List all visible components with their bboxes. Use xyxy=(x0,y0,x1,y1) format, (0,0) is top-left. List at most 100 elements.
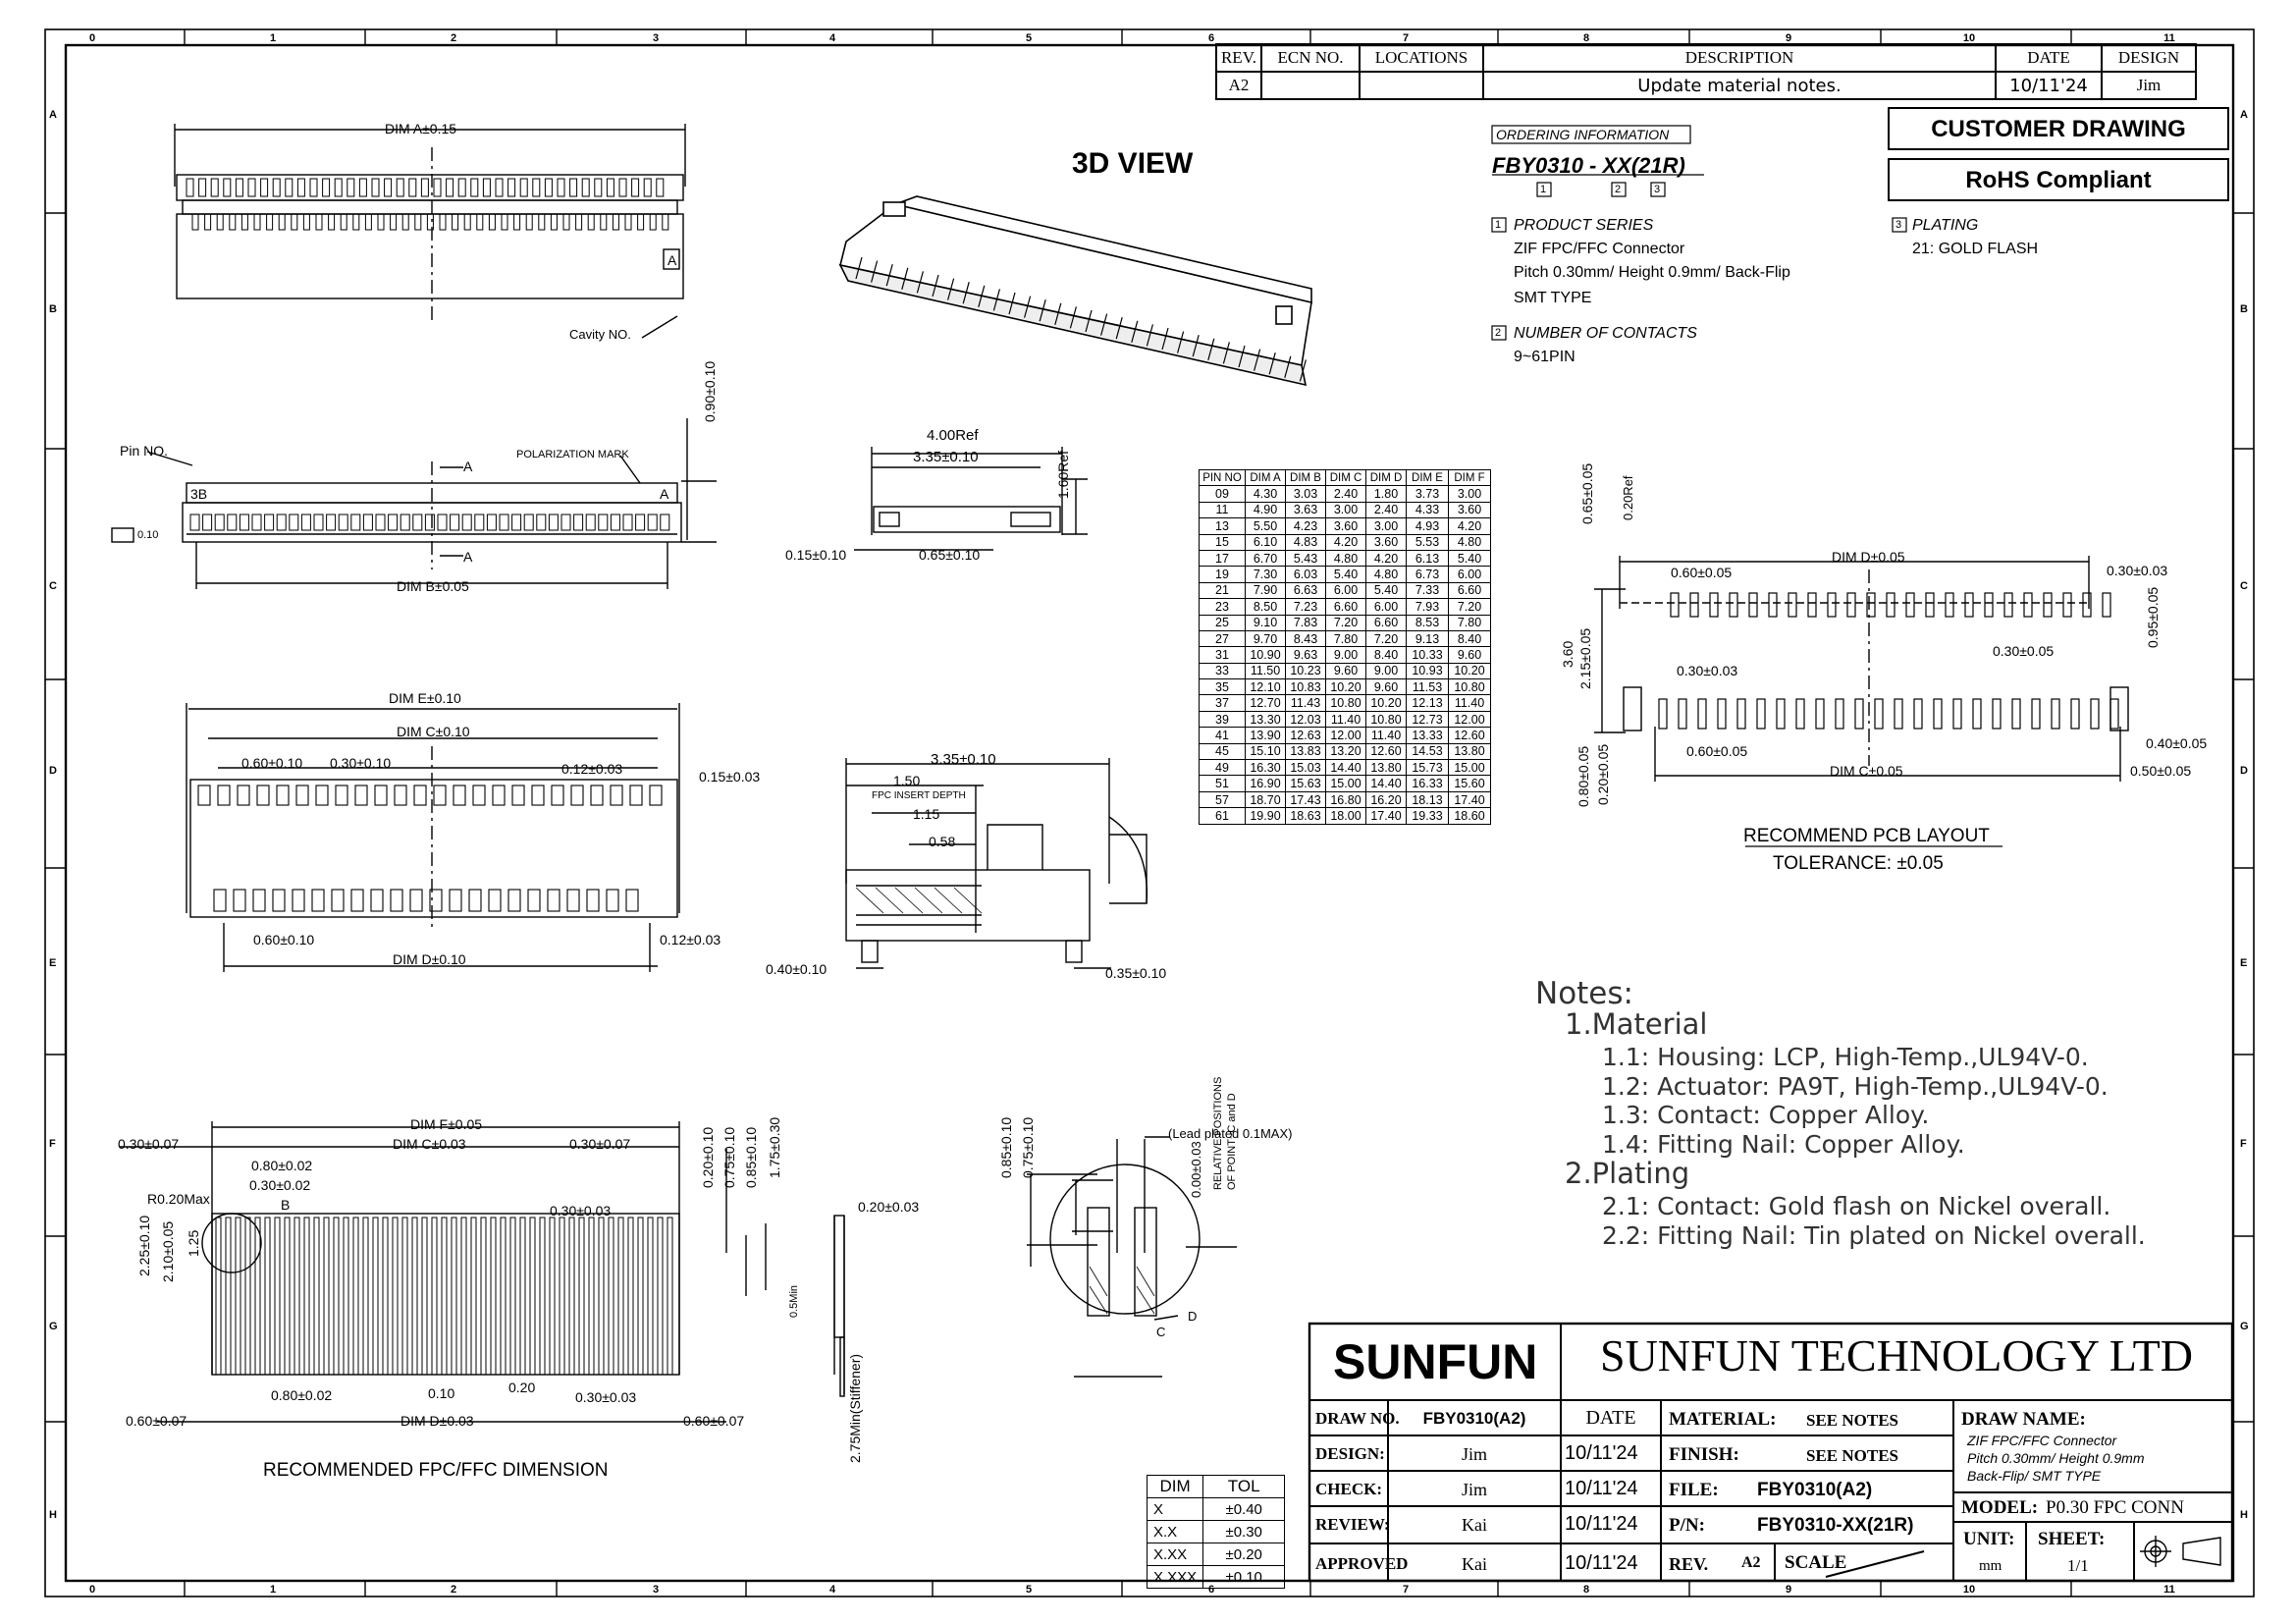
contact-detail-hatch xyxy=(1089,1266,1155,1315)
3d-view-geometry xyxy=(838,195,1312,387)
dim-label-cs150: 1.50 xyxy=(893,773,921,788)
tolerance-cell: X.XXX xyxy=(1146,1565,1204,1589)
pin-table-cell: 6.13 xyxy=(1406,549,1449,568)
pin-table-cell: 11.43 xyxy=(1285,694,1326,712)
dim-label-polarization: POLARIZATION MARK xyxy=(516,449,629,460)
notes-material-1: 1.1: Housing: LCP, High-Temp.,UL94V-0. xyxy=(1602,1043,2089,1071)
customer-drawing-badge: CUSTOMER DRAWING xyxy=(1931,116,2186,142)
pin-table-cell: 10.83 xyxy=(1285,678,1326,696)
pin-table-cell: 4.80 xyxy=(1365,566,1407,583)
pin-table-cell: 11 xyxy=(1199,501,1246,519)
pin-table-cell: 3.60 xyxy=(1448,501,1491,519)
locations-value xyxy=(1359,71,1484,100)
border-col-top-1: 1 xyxy=(269,32,277,44)
draw-name-line-2: Pitch 0.30mm/ Height 0.9mm xyxy=(1967,1450,2145,1466)
pin-table-cell: 3.73 xyxy=(1406,485,1449,503)
dim-label-fpc-030e: 0.30±0.03 xyxy=(575,1389,637,1405)
dim-label-pcb-020b: 0.20±0.05 xyxy=(1595,743,1611,805)
pin-table-cell: 4.90 xyxy=(1245,501,1286,519)
side-view-geometry xyxy=(854,447,1088,551)
border-row-right-A: A xyxy=(2240,109,2248,121)
dim-label-dim-a: DIM A±0.15 xyxy=(385,121,457,136)
pin-table-cell: 9.60 xyxy=(1365,678,1407,696)
rev-value: A2 xyxy=(1215,71,1262,100)
pin-table-cell: 18.00 xyxy=(1325,807,1366,825)
pin-table-cell: 16.80 xyxy=(1325,790,1366,809)
border-col-top-4: 4 xyxy=(828,32,836,44)
dim-label-pcb-title: RECOMMEND PCB LAYOUT xyxy=(1743,826,1990,846)
pin-table-cell: 2.40 xyxy=(1325,485,1366,503)
pin-table-cell: 8.40 xyxy=(1448,629,1491,648)
pin-table-cell: 14.53 xyxy=(1406,742,1449,761)
dim-label-fpc-060b: 0.60±0.07 xyxy=(683,1413,745,1429)
unit-value: mm xyxy=(1979,1558,2002,1574)
border-col-top-11: 11 xyxy=(2163,32,2175,44)
pin-table-cell: 9.70 xyxy=(1245,629,1286,648)
date-value: 10/11'24 xyxy=(1995,71,2103,100)
pin-table-cell: 09 xyxy=(1199,485,1246,503)
dim-label-fpc-020b: 0.20±0.03 xyxy=(858,1199,920,1215)
approved-value: Kai xyxy=(1462,1554,1487,1574)
pin-table-header: DIM F xyxy=(1448,468,1491,487)
order-marker-3: 3 xyxy=(1654,184,1661,195)
pin-table-cell: 3.00 xyxy=(1365,517,1407,535)
cross-section-geometry xyxy=(845,758,1148,969)
badge-frames xyxy=(1888,107,2229,201)
approved-date: 10/11'24 xyxy=(1565,1552,1638,1574)
pin-table-cell: 5.43 xyxy=(1285,549,1326,568)
pcb-layout-geometry xyxy=(1594,556,2129,782)
dim-label-pcb-030a: 0.30±0.03 xyxy=(2107,563,2168,578)
dim-label-det-075: 0.75±0.10 xyxy=(1020,1116,1036,1178)
pin-table-cell: 13 xyxy=(1199,517,1246,535)
pin-table-cell: 13.20 xyxy=(1325,742,1366,761)
company-name: SUNFUN TECHNOLOGY LTD xyxy=(1600,1330,2193,1380)
dim-label-fpc-020c: 0.20 xyxy=(508,1380,536,1395)
review-value: Kai xyxy=(1462,1515,1487,1535)
dim-label-fpc-085: 0.85±0.10 xyxy=(743,1126,759,1188)
border-row-left-D: D xyxy=(49,765,57,777)
pin-table-cell: 17.40 xyxy=(1365,807,1407,825)
3d-view-title: 3D VIEW xyxy=(1072,147,1194,180)
dim-label-fpc-title: RECOMMENDED FPC/FFC DIMENSION xyxy=(263,1460,609,1481)
border-col-top-9: 9 xyxy=(1785,32,1792,44)
order-marker-1: 1 xyxy=(1540,184,1547,195)
dim-label-pcb-095: 0.95±0.05 xyxy=(2145,586,2161,648)
pin-table-cell: 7.30 xyxy=(1245,566,1286,583)
dim-label-b012: 0.12±0.03 xyxy=(660,932,721,947)
border-row-right-F: F xyxy=(2240,1138,2247,1150)
pin-table-cell: 11.50 xyxy=(1245,662,1286,680)
dim-label-dim-d: DIM D±0.10 xyxy=(393,951,466,967)
dim-label-fpc-010: 0.10 xyxy=(428,1385,455,1401)
pin-table-cell: 4.93 xyxy=(1406,517,1449,535)
border-col-bottom-7: 7 xyxy=(1402,1584,1410,1596)
dim-label-pcb-060b: 0.60±0.05 xyxy=(1686,743,1748,759)
dim-label-cavity-letter: A xyxy=(667,252,677,268)
pin-table-header: DIM D xyxy=(1365,468,1407,487)
dim-label-sec-a-top: A xyxy=(463,459,473,474)
pin-table-cell: 15.00 xyxy=(1325,775,1366,792)
tolerance-cell: ±0.30 xyxy=(1202,1520,1286,1543)
pin-table-cell: 10.33 xyxy=(1406,646,1449,664)
border-row-left-A: A xyxy=(49,109,57,121)
dim-label-pcb-080: 0.80±0.05 xyxy=(1575,745,1591,807)
dim-label-pcb-020: 0.20Ref xyxy=(1621,475,1635,520)
dim-label-fpc-b: B xyxy=(281,1197,291,1213)
tolerance-row: X.XX±0.20 xyxy=(1146,1543,1286,1566)
file-value: FBY0310(A2) xyxy=(1757,1480,1873,1500)
pin-table-cell: 4.23 xyxy=(1285,517,1326,535)
pin-table-cell: 17 xyxy=(1199,549,1246,568)
pin-table-cell: 7.20 xyxy=(1365,629,1407,648)
border-row-left-E: E xyxy=(49,957,57,969)
design-value: Jim xyxy=(2101,71,2197,100)
dim-label-fpc-175: 1.75±0.30 xyxy=(767,1116,782,1178)
file-label: FILE: xyxy=(1669,1480,1719,1500)
product-series-line-2: Pitch 0.30mm/ Height 0.9mm/ Back-Flip xyxy=(1514,264,1790,281)
draw-name-label: DRAW NAME: xyxy=(1961,1409,2086,1430)
pin-table-cell: 49 xyxy=(1199,759,1246,777)
dim-label-det-c: C xyxy=(1156,1325,1166,1339)
